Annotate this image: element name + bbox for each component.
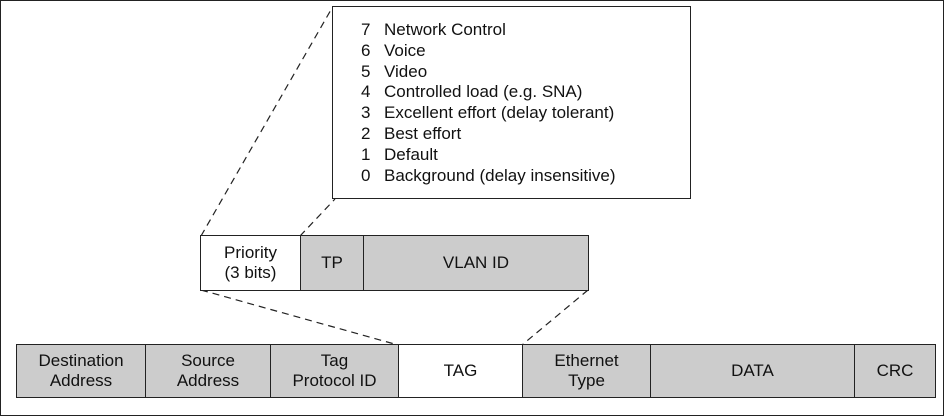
tag-field: TAG [397, 344, 524, 398]
data-field: DATA [649, 344, 856, 398]
source-address-field: Source Address [144, 344, 272, 398]
destination-address-field: Destination Address [16, 344, 146, 398]
tag-protocol-id-field: Tag Protocol ID [270, 344, 399, 398]
vlan-id-field: VLAN ID [363, 235, 589, 291]
tp-field: TP [299, 235, 365, 291]
priority-field: Priority (3 bits) [200, 235, 301, 291]
ethernet-type-field: Ethernet Type [522, 344, 651, 398]
crc-field: CRC [854, 344, 936, 398]
